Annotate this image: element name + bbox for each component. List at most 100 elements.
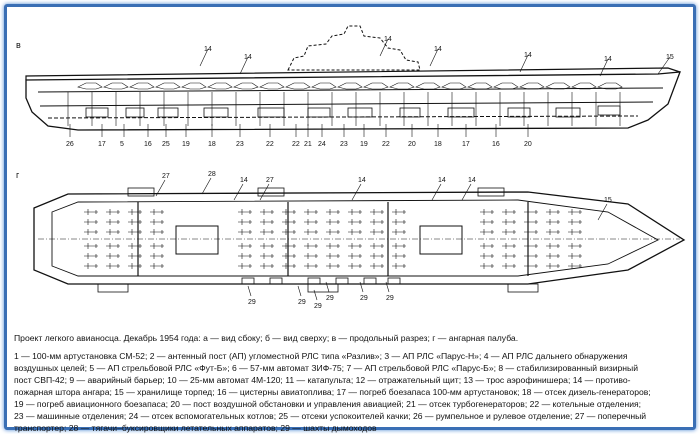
plan-aircraft: [128, 243, 142, 249]
side-callout-number: 20: [408, 141, 416, 148]
side-callout-number: 14: [434, 46, 442, 53]
side-aircraft: [103, 82, 129, 90]
plan-aircraft: [282, 253, 296, 259]
side-callout-leader: [199, 48, 209, 67]
plan-aircraft: [392, 229, 406, 235]
plan-uptake-shaft: [363, 277, 377, 285]
side-hangar-aircraft: [77, 82, 623, 90]
plan-aircraft: [480, 229, 494, 235]
plan-aircraft: [546, 229, 560, 235]
plan-callout-number: 15: [604, 197, 612, 204]
plan-sponson: [97, 283, 129, 293]
side-aircraft: [207, 82, 233, 90]
plan-aircraft: [392, 219, 406, 225]
plan-aircraft: [502, 253, 516, 259]
side-callout-number: 16: [492, 141, 500, 148]
plan-callout-leader: [597, 203, 608, 221]
plan-callout-number: 14: [438, 177, 446, 184]
plan-aircraft: [348, 263, 362, 269]
plan-aircraft: [524, 229, 538, 235]
plan-aircraft: [502, 219, 516, 225]
frame-border: [4, 4, 696, 430]
side-callout-number: 14: [244, 54, 252, 61]
plan-aircraft: [524, 219, 538, 225]
side-island: [287, 25, 421, 71]
side-compartment: [307, 107, 331, 118]
plan-uptake-shaft: [241, 277, 255, 285]
plan-aircraft: [480, 219, 494, 225]
plan-aircraft: [260, 219, 274, 225]
plan-callout-number: 27: [266, 177, 274, 184]
plan-aircraft: [128, 209, 142, 215]
side-aircraft: [441, 82, 467, 90]
plan-callout-leader: [431, 183, 442, 201]
plan-aircraft: [480, 263, 494, 269]
side-compartment: [85, 107, 109, 118]
side-aircraft: [415, 82, 441, 90]
side-hold-deck: [47, 115, 639, 119]
plan-aircraft: [150, 229, 164, 235]
side-aircraft: [337, 82, 363, 90]
plan-aircraft: [392, 263, 406, 269]
plan-aircraft: [106, 229, 120, 235]
plan-callout-leader: [385, 281, 390, 293]
plan-hangar-boundary: [51, 199, 659, 277]
plan-aircraft: [150, 253, 164, 259]
side-compartment: [447, 107, 475, 118]
plan-aircraft: [568, 243, 582, 249]
plan-callout-leader: [351, 183, 362, 201]
plan-aircraft: [326, 209, 340, 215]
side-callout-leader: [657, 56, 671, 75]
plan-aircraft: [106, 253, 120, 259]
side-compartment: [257, 107, 285, 118]
side-aircraft: [77, 82, 103, 90]
plan-aircraft: [392, 253, 406, 259]
plan-callout-leader: [155, 179, 166, 197]
plan-aircraft: [480, 243, 494, 249]
plan-callout-leader: [461, 183, 472, 201]
plan-aircraft: [348, 253, 362, 259]
plan-callout-leader: [297, 285, 302, 297]
side-aircraft: [519, 82, 545, 90]
plan-aircraft: [84, 243, 98, 249]
side-hangar-deck: [37, 87, 664, 93]
plan-aircraft: [260, 253, 274, 259]
plan-aircraft: [238, 243, 252, 249]
side-aircraft: [259, 82, 285, 90]
side-aircraft: [233, 82, 259, 90]
plan-aircraft: [348, 243, 362, 249]
plan-aircraft: [238, 209, 252, 215]
side-compartment: [157, 107, 179, 118]
plan-aircraft: [546, 219, 560, 225]
legend-line: пост СВП-42; 9 — аварийный барьер; 10 — …: [14, 375, 631, 385]
side-compartments: [85, 105, 621, 118]
plan-uptake-shaft: [307, 277, 321, 285]
legend-line: 1 — 100-мм артустановка СМ-52; 2 — антен…: [14, 351, 628, 361]
plan-aircraft: [524, 209, 538, 215]
plan-aircraft: [392, 243, 406, 249]
plan-aircraft: [106, 209, 120, 215]
plan-callout-number: 29: [248, 299, 256, 306]
side-aircraft: [155, 82, 181, 90]
side-aircraft: [311, 82, 337, 90]
plan-aircraft: [150, 219, 164, 225]
plan-aircraft: [84, 229, 98, 235]
side-callout-number: 5: [120, 141, 124, 148]
plan-aircraft: [128, 229, 142, 235]
plan-aircraft: [370, 253, 384, 259]
side-aircraft: [363, 82, 389, 90]
plan-callout-leader: [259, 183, 270, 201]
plan-aircraft: [568, 209, 582, 215]
legend-line: воздушных целей; 5 — АП стрельбовой РЛС …: [14, 363, 638, 373]
plan-aircraft: [326, 243, 340, 249]
plan-callout-leader: [325, 281, 330, 293]
plan-aircraft: [282, 263, 296, 269]
plan-aircraft: [524, 263, 538, 269]
plan-aircraft: [524, 253, 538, 259]
plan-aircraft: [502, 229, 516, 235]
plan-aircraft: [546, 209, 560, 215]
side-aircraft: [571, 82, 597, 90]
plan-aircraft: [348, 229, 362, 235]
plan-aircraft: [326, 229, 340, 235]
